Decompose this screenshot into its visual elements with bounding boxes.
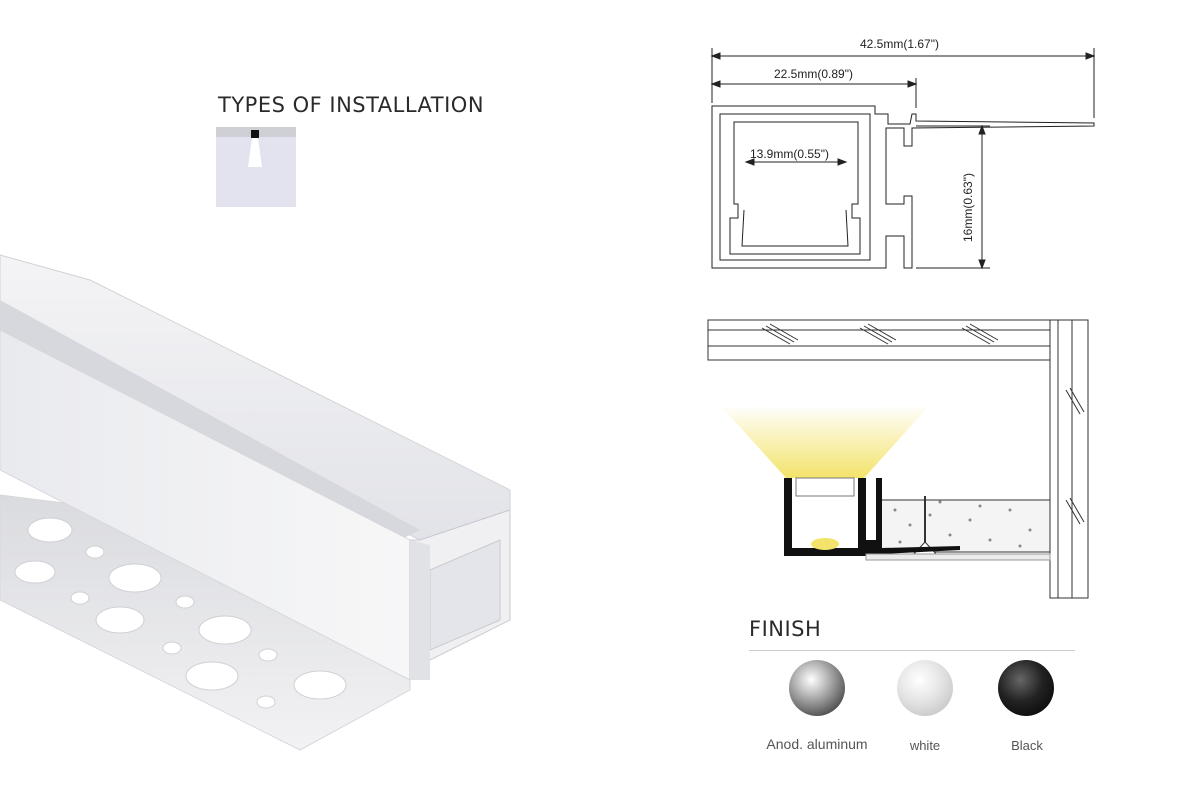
recessed-installation-icon — [216, 127, 296, 207]
finish-swatch-white — [897, 660, 953, 716]
dimension-inner-width: 13.9mm(0.55") — [750, 147, 829, 161]
profile-cross-section-drawing: 42.5mm(1.67") 22.5mm(0.89") 13.9mm(0.55"… — [710, 37, 1096, 270]
finish-label-aluminum: Anod. aluminum — [766, 736, 868, 752]
finish-divider — [749, 650, 1075, 651]
finish-label-white: white — [909, 738, 941, 753]
finish-swatch-aluminum — [789, 660, 845, 716]
installation-title: TYPES OF INSTALLATION — [218, 93, 485, 117]
installation-illustration — [707, 319, 1089, 599]
finish-label-black: Black — [1011, 738, 1043, 753]
dimension-channel-width: 22.5mm(0.89") — [774, 67, 853, 81]
dimension-overall-width: 42.5mm(1.67") — [860, 37, 939, 51]
finish-swatch-black — [998, 660, 1054, 716]
profile-product-render — [0, 254, 511, 751]
finish-title: FINISH — [749, 617, 822, 641]
dimension-height: 16mm(0.63") — [961, 173, 975, 242]
